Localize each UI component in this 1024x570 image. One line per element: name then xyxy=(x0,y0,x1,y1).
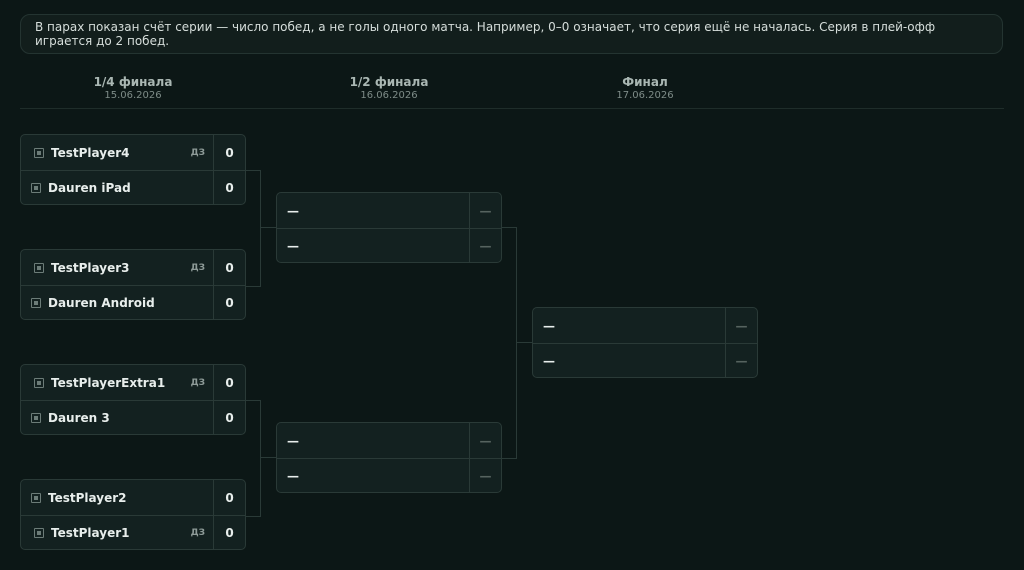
player-name: TestPlayer3 xyxy=(51,260,130,275)
bracket-connector xyxy=(246,170,261,287)
match-quarterfinal-2[interactable]: TestPlayer3 ДЗ 0 Dauren Android 0 xyxy=(20,249,246,320)
series-score: 0 xyxy=(213,400,245,435)
bracket-connector xyxy=(516,342,532,343)
match-slot[interactable]: Dauren Android 0 xyxy=(21,285,245,320)
round-date: 15.06.2026 xyxy=(104,90,162,101)
header-divider xyxy=(20,108,1004,109)
series-score: 0 xyxy=(213,250,245,285)
series-score: 0 xyxy=(213,170,245,205)
round-title: Финал xyxy=(622,75,668,89)
match-quarterfinal-4[interactable]: TestPlayer2 0 TestPlayer1 ДЗ 0 xyxy=(20,479,246,550)
match-slot[interactable]: TestPlayer3 ДЗ 0 xyxy=(21,250,245,286)
player-icon xyxy=(31,297,41,308)
round-title: 1/4 финала xyxy=(93,75,173,89)
series-score: 0 xyxy=(213,515,245,550)
match-slot[interactable]: — — xyxy=(277,458,501,493)
info-text: В парах показан счёт серии — число побед… xyxy=(35,20,936,48)
bracket-connector xyxy=(246,400,261,517)
player-name: — xyxy=(543,318,555,333)
match-slot[interactable]: — — xyxy=(533,308,757,344)
player-name: TestPlayer1 xyxy=(51,525,130,540)
round-date: 17.06.2026 xyxy=(616,90,674,101)
player-name: — xyxy=(287,203,299,218)
match-slot[interactable]: Dauren iPad 0 xyxy=(21,170,245,205)
bracket-connector xyxy=(260,227,276,228)
player-name: TestPlayer4 xyxy=(51,145,130,160)
match-slot[interactable]: Dauren 3 0 xyxy=(21,400,245,435)
match-slot[interactable]: — — xyxy=(277,423,501,459)
series-score: — xyxy=(725,308,757,343)
match-slot[interactable]: TestPlayer2 0 xyxy=(21,480,245,516)
player-tag: ДЗ xyxy=(190,527,205,538)
match-slot[interactable]: — — xyxy=(277,193,501,229)
player-icon xyxy=(34,377,44,388)
series-score: 0 xyxy=(213,135,245,170)
player-name: — xyxy=(543,353,555,368)
round-header-final: Финал 17.06.2026 xyxy=(532,75,758,101)
series-score: — xyxy=(725,343,757,378)
player-name: — xyxy=(287,433,299,448)
player-name: — xyxy=(287,468,299,483)
series-score: — xyxy=(469,193,501,228)
match-slot[interactable]: TestPlayerExtra1 ДЗ 0 xyxy=(21,365,245,401)
match-slot[interactable]: TestPlayer1 ДЗ 0 xyxy=(21,515,245,550)
player-name: — xyxy=(287,238,299,253)
series-score: — xyxy=(469,228,501,263)
player-icon xyxy=(34,527,44,538)
match-slot[interactable]: — — xyxy=(277,228,501,263)
player-icon xyxy=(31,182,41,193)
series-score: 0 xyxy=(213,285,245,320)
match-quarterfinal-1[interactable]: TestPlayer4 ДЗ 0 Dauren iPad 0 xyxy=(20,134,246,205)
round-header-semifinal: 1/2 финала 16.06.2026 xyxy=(276,75,502,101)
player-tag: ДЗ xyxy=(190,147,205,158)
player-icon xyxy=(34,147,44,158)
player-name: Dauren 3 xyxy=(48,410,110,425)
series-score: 0 xyxy=(213,365,245,400)
match-slot[interactable]: — — xyxy=(533,343,757,378)
info-banner: В парах показан счёт серии — число побед… xyxy=(20,14,1003,54)
player-name: Dauren iPad xyxy=(48,180,131,195)
round-header-quarterfinal: 1/4 финала 15.06.2026 xyxy=(20,75,246,101)
player-name: TestPlayer2 xyxy=(48,490,127,505)
bracket-connector xyxy=(260,457,276,458)
match-semifinal-2[interactable]: — — — — xyxy=(276,422,502,493)
player-name: Dauren Android xyxy=(48,295,155,310)
player-icon xyxy=(31,412,41,423)
match-slot[interactable]: TestPlayer4 ДЗ 0 xyxy=(21,135,245,171)
round-title: 1/2 финала xyxy=(349,75,429,89)
player-name: TestPlayerExtra1 xyxy=(51,375,166,390)
series-score: 0 xyxy=(213,480,245,515)
player-tag: ДЗ xyxy=(190,377,205,388)
player-icon xyxy=(34,262,44,273)
match-semifinal-1[interactable]: — — — — xyxy=(276,192,502,263)
match-quarterfinal-3[interactable]: TestPlayerExtra1 ДЗ 0 Dauren 3 0 xyxy=(20,364,246,435)
match-final[interactable]: — — — — xyxy=(532,307,758,378)
player-tag: ДЗ xyxy=(190,262,205,273)
round-date: 16.06.2026 xyxy=(360,90,418,101)
series-score: — xyxy=(469,458,501,493)
player-icon xyxy=(31,492,41,503)
bracket-connector xyxy=(502,227,517,459)
series-score: — xyxy=(469,423,501,458)
